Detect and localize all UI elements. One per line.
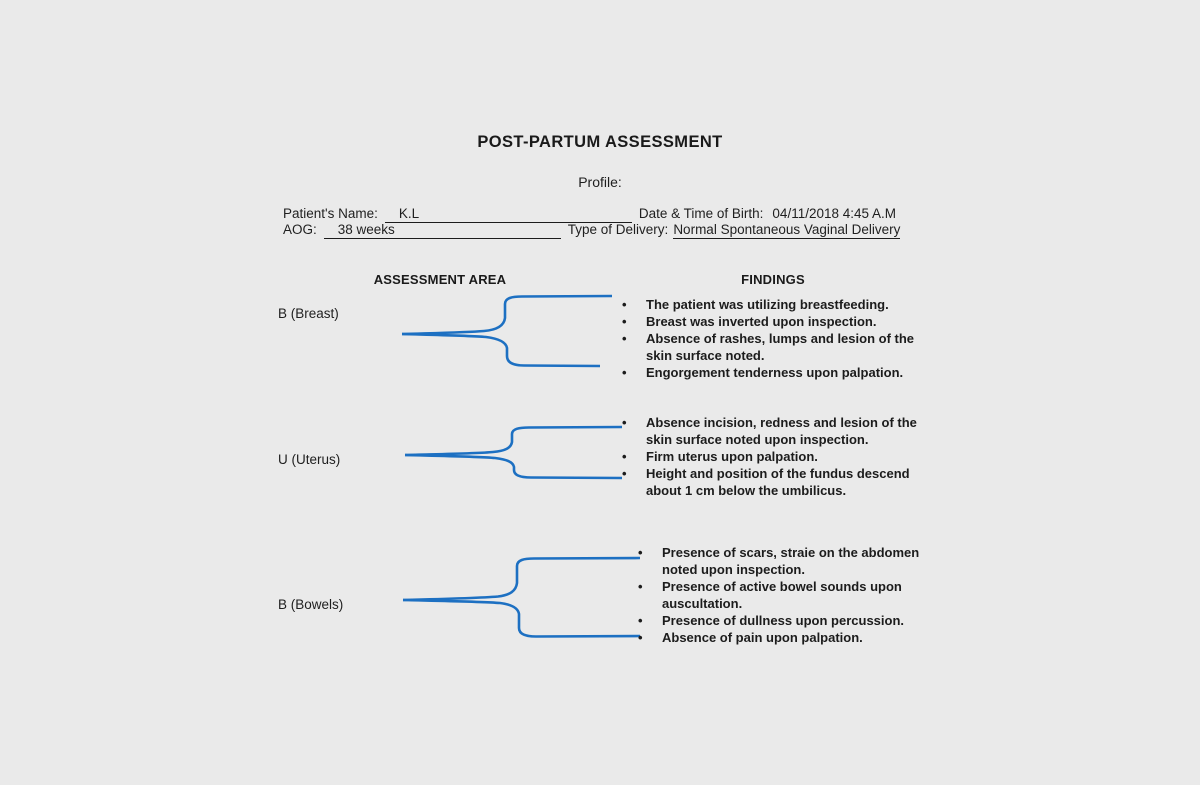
finding-item: Engorgement tenderness upon palpation.	[620, 364, 965, 381]
brace-top-arm	[401, 294, 613, 336]
brace-bottom-arm	[404, 453, 623, 480]
finding-item: Presence of dullness upon percussion.	[636, 612, 981, 629]
column-header-assessment-area: ASSESSMENT AREA	[373, 272, 507, 287]
finding-item: Absence of rashes, lumps and lesion of t…	[620, 330, 965, 364]
brace-bottom-arm	[401, 332, 601, 368]
finding-item: Presence of active bowel sounds upon aus…	[636, 578, 981, 612]
finding-item: Height and position of the fundus descen…	[620, 465, 965, 499]
area-label-uterus: U (Uterus)	[278, 452, 341, 467]
delivery-label: Type of Delivery:	[567, 222, 669, 237]
finding-item: Firm uterus upon palpation.	[620, 448, 965, 465]
brace-connector-breast	[401, 294, 613, 368]
findings-list-breast: The patient was utilizing breastfeeding.…	[620, 296, 965, 381]
profile-heading: Profile:	[578, 174, 622, 190]
finding-item: Presence of scars, straie on the abdomen…	[636, 544, 981, 578]
brace-bottom-arm	[402, 598, 641, 638]
aog-label: AOG:	[283, 222, 317, 237]
delivery-value: Normal Spontaneous Vaginal Delivery	[673, 222, 901, 239]
brace-top-arm	[404, 425, 623, 457]
area-label-breast: B (Breast)	[278, 306, 339, 321]
finding-item: Absence incision, redness and lesion of …	[620, 414, 965, 448]
patient-name-field: K.L	[384, 206, 632, 223]
finding-item: The patient was utilizing breastfeeding.	[620, 296, 965, 313]
brace-connector-uterus	[404, 425, 623, 480]
findings-list-bowels: Presence of scars, straie on the abdomen…	[636, 544, 981, 646]
patient-name-value: K.L	[398, 206, 420, 221]
profile-row-1: Patient's Name: K.L Date & Time of Birth…	[283, 206, 896, 223]
dob-label: Date & Time of Birth:	[638, 206, 764, 221]
brace-connector-bowels	[402, 556, 641, 638]
brace-top-arm	[402, 556, 641, 602]
document-title: POST-PARTUM ASSESSMENT	[477, 133, 723, 151]
patient-name-label: Patient's Name:	[283, 206, 378, 221]
aog-value: 38 weeks	[337, 222, 395, 237]
column-header-findings: FINDINGS	[741, 272, 805, 287]
findings-list-uterus: Absence incision, redness and lesion of …	[620, 414, 965, 499]
area-label-bowels: B (Bowels)	[278, 597, 344, 612]
aog-field: 38 weeks	[323, 222, 561, 239]
finding-item: Breast was inverted upon inspection.	[620, 313, 965, 330]
dob-value: 04/11/2018 4:45 A.M	[772, 206, 897, 221]
finding-item: Absence of pain upon palpation.	[636, 629, 981, 646]
profile-row-2: AOG: 38 weeks Type of Delivery: Normal S…	[283, 222, 901, 239]
